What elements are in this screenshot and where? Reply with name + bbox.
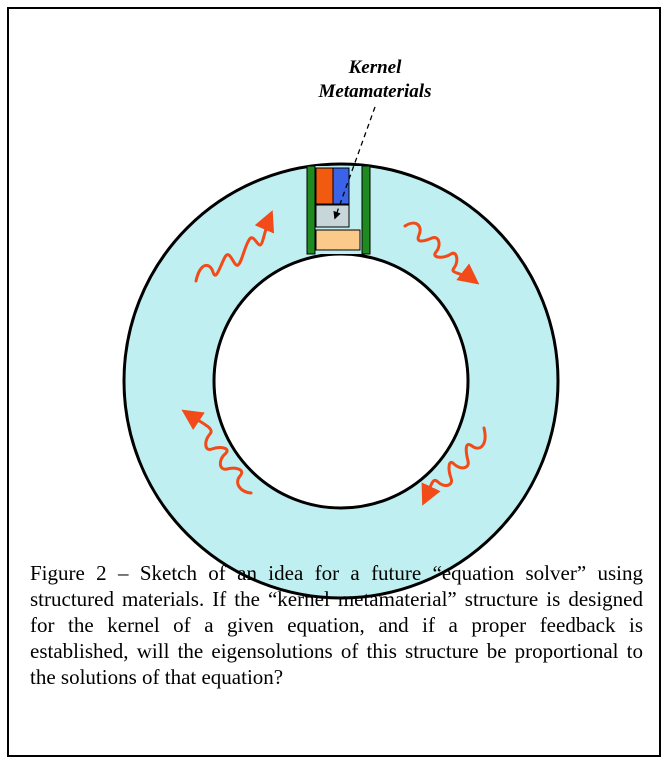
label-line-2: Metamaterials <box>318 81 432 102</box>
wave-upper-left <box>194 210 275 283</box>
wave-lower-right <box>421 426 487 506</box>
wave-upper-right <box>403 221 480 285</box>
label-pointer <box>333 106 376 220</box>
kernel-metamaterials-label: Kernel Metamaterials <box>290 56 460 104</box>
orange-cell <box>315 167 334 205</box>
peach-cell <box>315 229 361 251</box>
figure-caption: Figure 2 – Sketch of an idea for a futur… <box>30 561 643 689</box>
wave-lower-left <box>181 409 253 495</box>
blue-cell <box>332 167 350 205</box>
green-bar-left <box>306 165 316 255</box>
label-line-1: Kernel <box>348 57 402 78</box>
inner-hole <box>212 252 470 510</box>
gray-cell <box>315 204 350 228</box>
green-bar-right <box>361 165 371 255</box>
